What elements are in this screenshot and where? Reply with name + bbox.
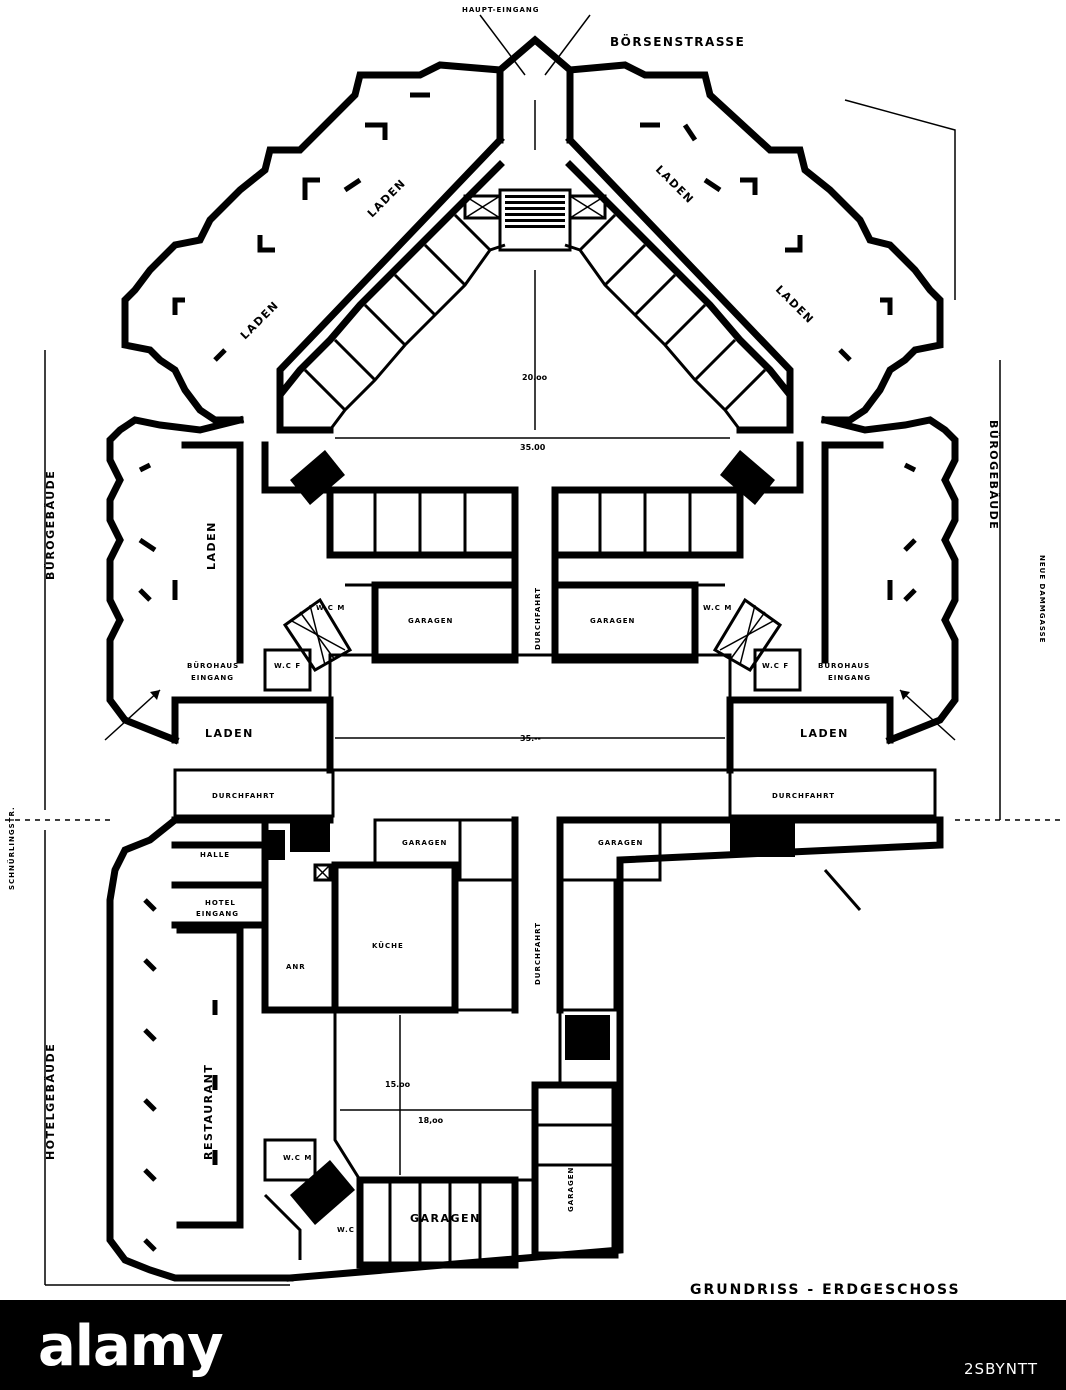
garagen-label-nw: GARAGEN (408, 617, 453, 625)
kueche-label: KÜCHE (372, 941, 404, 950)
main-stair (505, 195, 565, 228)
garagen-label-bottom: GARAGEN (410, 1212, 481, 1225)
stair-east (730, 822, 795, 857)
dim-20: 20.oo (522, 373, 548, 382)
durchfahrt-label-west: DURCHFAHRT (212, 792, 275, 800)
buerogebaeude-label-left: BÜROGEBÄUDE (43, 470, 57, 580)
laden-label-w-box: LADEN (205, 727, 254, 740)
garagen-label-ne: GARAGEN (590, 617, 635, 625)
laden-label-nw-2: LADEN (238, 298, 282, 342)
dim-35-mid: 35.-- (520, 734, 541, 743)
hotel-eingang-label-2: EINGANG (196, 910, 239, 918)
plan-title: GRUNDRISS - ERDGESCHOSS (690, 1282, 961, 1298)
stair-hotel-north (265, 822, 330, 860)
laden-label-west: LADEN (205, 521, 218, 570)
hotel-eingang-label-1: HOTEL (205, 899, 236, 907)
wc-f-label-south: W.C F (337, 1226, 364, 1234)
laden-label-nw-1: LADEN (365, 176, 409, 220)
dim-18: 18,oo (418, 1116, 444, 1125)
wc-m-label-ne: W.C M (703, 604, 732, 612)
dim-15: 15.oo (385, 1080, 411, 1089)
anr-label: ANR (286, 963, 306, 971)
neue-dammgasse-label: NEUE DAMMGASSE (1038, 555, 1046, 643)
wc-m-label-south: W.C M (283, 1154, 312, 1162)
stair-right-upper (720, 450, 775, 505)
durchfahrt-label-vert-north: DURCHFAHRT (534, 587, 542, 650)
durchfahrt-label-east: DURCHFAHRT (772, 792, 835, 800)
floor-plan: HAUPT-EINGANG BÖRSENSTRASSE LADEN LADEN … (5, 6, 1060, 1298)
columns (138, 92, 917, 1252)
garagen-label-s2: GARAGEN (598, 839, 643, 847)
wc-m-label-nw: W.C M (316, 604, 345, 612)
stair-left-upper (290, 450, 345, 505)
hotel-interior (171, 816, 862, 1269)
halle-label: HALLE (200, 851, 230, 859)
stair-left-lower (282, 597, 353, 672)
dim-35-top: 35.00 (520, 443, 546, 452)
laden-label-e-box: LADEN (800, 727, 849, 740)
wedge-interior (276, 100, 794, 439)
laden-label-ne-2: LADEN (773, 283, 817, 327)
restaurant-label: RESTAURANT (202, 1064, 215, 1160)
boersenstrasse-label: BÖRSENSTRASSE (610, 34, 745, 49)
durchfahrt-label-vert-south: DURCHFAHRT (534, 922, 542, 985)
image-id: 2SBYNTT (964, 1360, 1038, 1378)
logo-area (0, 1306, 260, 1386)
stair-garage-east (565, 1015, 610, 1060)
haupt-eingang-label: HAUPT-EINGANG (462, 6, 540, 14)
garagen-label-s1: GARAGEN (402, 839, 447, 847)
stair-right-lower (712, 597, 783, 672)
wc-f-label-nw: W.C F (274, 662, 301, 670)
buerohaus-label-w-1: BÜROHAUS (187, 661, 239, 670)
watermark-banner: alamy 2SBYNTT (0, 1300, 1066, 1390)
middle-interior (171, 441, 894, 774)
alamy-logo: alamy (38, 1314, 224, 1379)
property-lines (5, 99, 1060, 1286)
garagen-label-vert: GARAGEN (567, 1167, 575, 1212)
laden-label-ne-1: LADEN (653, 163, 697, 207)
hotelgebaeude-label: HOTELGEBÄUDE (43, 1043, 57, 1160)
schnurlingstr-label: SCHNÜRLINGSTR. (7, 806, 16, 890)
buerogebaeude-label-right: BÜROGEBÄUDE (987, 420, 1001, 530)
entrance-arrows (104, 14, 956, 741)
wc-f-label-ne: W.C F (762, 662, 789, 670)
buerohaus-label-e-1: BÜROHAUS (818, 661, 870, 670)
stair-hotel-south (290, 1160, 355, 1225)
buerohaus-label-w-2: EINGANG (191, 674, 234, 682)
buerohaus-label-e-2: EINGANG (828, 674, 871, 682)
